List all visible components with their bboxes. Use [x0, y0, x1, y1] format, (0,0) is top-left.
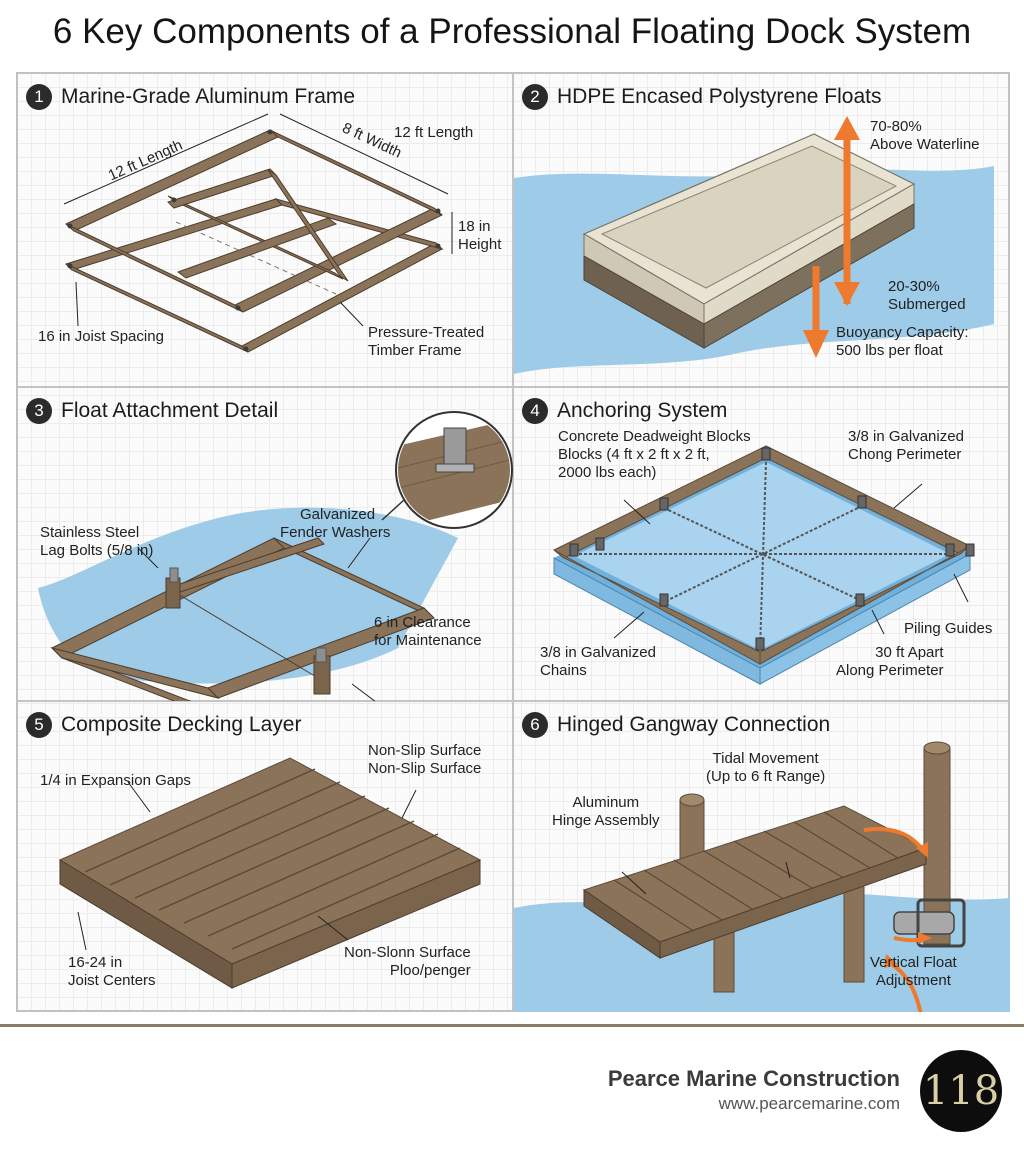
company-name: Pearce Marine Construction [607, 1066, 900, 1091]
panel-4-header: 4 Anchoring System [522, 398, 727, 424]
tidal-movement-label: Tidal Movement (Up to 6 ft Range) [706, 750, 826, 785]
panel-4-title: Anchoring System [557, 399, 728, 422]
joist-centers-label: 16-24 in Joist Centers [68, 954, 156, 989]
panel-3-title: Float Attachment Detail [61, 399, 279, 422]
galvanized-chains-label: 3/8 in Galvanized Chains [540, 644, 656, 679]
frame-illustration [63, 113, 453, 353]
panel-5-header: 5 Composite Decking Layer [26, 712, 301, 738]
submerged-label: 20-30% Submerged [888, 278, 966, 313]
panel-aluminum-frame: 1 Marine-Grade Aluminum Frame 12 ft Leng… [17, 73, 513, 387]
spacing-label: 30 ft Apart Along Perimeter [836, 644, 944, 679]
company-brand: Pearce Marine Construction www.pearcemar… [608, 1066, 900, 1114]
step-number: 5 [26, 712, 52, 738]
panel-1-header: 1 Marine-Grade Aluminum Frame [26, 84, 355, 110]
fender-washers-label: Galvanized Fender Washers [280, 506, 391, 541]
panel-2-header: 2 HDPE Encased Polystyrene Floats [522, 84, 881, 110]
page-title: 6 Key Components of a Professional Float… [52, 12, 972, 51]
panel-5-title: Composite Decking Layer [61, 713, 302, 736]
panel-6-title: Hinged Gangway Connection [557, 713, 831, 736]
panel-gangway: 6 Hinged Gangway Connection Tidal Moveme… [513, 701, 1010, 1012]
attachment-illustration [38, 411, 513, 702]
panel-2-title: HDPE Encased Polystyrene Floats [557, 85, 882, 108]
step-number: 6 [522, 712, 548, 738]
panel-3-header: 3 Float Attachment Detail [26, 398, 278, 424]
decking-illustration [58, 757, 482, 989]
components-grid: 1 Marine-Grade Aluminum Frame 12 ft Leng… [16, 72, 1010, 1012]
non-slip-label: Non-Slip Surface Non-Slip Surface [368, 742, 482, 777]
timber-frame-label: Pressure-Treated Timber Frame [368, 324, 485, 359]
chain-perimeter-label: 3/8 in Galvanized Chong Perimeter [848, 428, 964, 463]
clearance-label: 6 in Clearance for Maintenance [374, 614, 482, 649]
panel-anchoring: 4 Anchoring System Concrete Deadweight B… [513, 387, 1009, 701]
panel-float-attachment: 3 Float Attachment Detail Stainless Stee… [17, 387, 513, 702]
step-number: 3 [26, 398, 52, 424]
joist-spacing-label: 16 in Joist Spacing [38, 328, 164, 345]
panel-floats: 2 HDPE Encased Polystyrene Floats 70-80%… [513, 73, 1009, 387]
piling-guides-label: Piling Guides [904, 620, 993, 637]
panel-1-title: Marine-Grade Aluminum Frame [61, 85, 356, 108]
step-number: 4 [522, 398, 548, 424]
buoyancy-label: Buoyancy Capacity: 500 lbs per float [836, 324, 969, 359]
company-url: www.pearcemarine.com [718, 1094, 900, 1113]
page-number-badge: 118 [920, 1050, 1002, 1132]
length-label-right: 12 ft Length [394, 124, 474, 141]
deadweight-blocks-label: Concrete Deadweight Blocks Blocks (4 ft … [558, 428, 751, 481]
height-label: 18 in Height [458, 218, 502, 253]
step-number: 1 [26, 84, 52, 110]
panel-6-header: 6 Hinged Gangway Connection [522, 712, 830, 738]
lag-bolts-label: Stainless Steel Lag Bolts (5/8 in) [40, 524, 154, 559]
vertical-float-label: Vertical Float Adjustment [870, 954, 957, 989]
step-number: 2 [522, 84, 548, 110]
float-illustration [514, 116, 994, 374]
gangway-illustration [514, 741, 1010, 1012]
footer-divider [0, 1024, 1024, 1027]
anchoring-illustration [553, 445, 975, 685]
expansion-gaps-label: 1/4 in Expansion Gaps [40, 772, 191, 789]
panel-decking: 5 Composite Decking Layer 1/4 in Expansi… [17, 701, 513, 1011]
hinge-assembly-label: Aluminum Hinge Assembly [552, 794, 660, 829]
above-waterline-label: 70-80% Above Waterline [870, 118, 980, 153]
surface-label: Non-Slonn Surface Ploo/penger [344, 944, 471, 979]
